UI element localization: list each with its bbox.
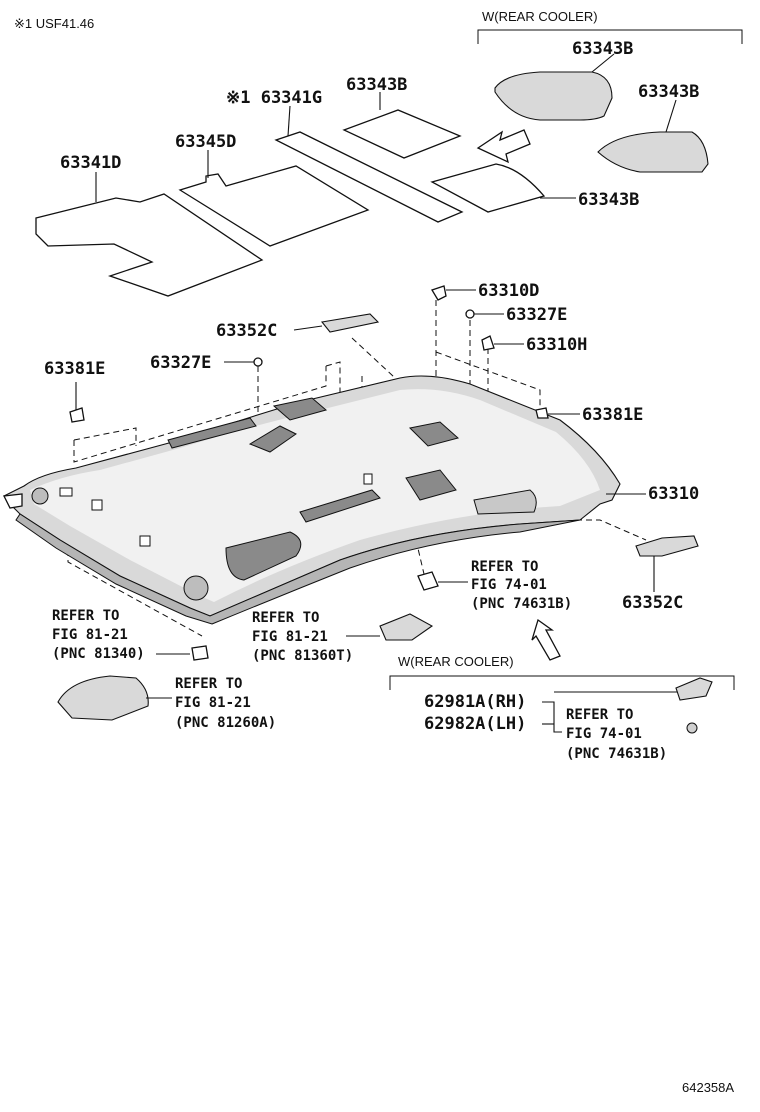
construction-line-1	[73, 366, 327, 463]
label-63341g[interactable]: ※1 63341G	[226, 88, 322, 108]
headliner-surface	[30, 389, 600, 602]
vent-strip-4	[405, 469, 457, 501]
construction-line-3	[325, 361, 341, 392]
ref-81360t-line2[interactable]: FIG 81-21	[252, 629, 328, 645]
pad-63341d[interactable]	[35, 193, 264, 297]
vent-strip-1	[167, 417, 257, 449]
ref-74631b-a-line3[interactable]: (PNC 74631B)	[471, 596, 572, 612]
direction-arrow-up	[531, 618, 561, 661]
clip-63327e-left[interactable]	[253, 357, 263, 367]
clip-seat-2	[139, 535, 151, 547]
label-63352c-b[interactable]: 63352C	[622, 593, 683, 613]
clip-74631b-lower[interactable]	[686, 722, 698, 734]
pad-63341g-strip[interactable]	[274, 131, 464, 223]
label-62981a[interactable]: 62981A(RH)	[424, 692, 526, 712]
header-note: ※1 USF41.46	[14, 16, 94, 31]
leader-63343b-b	[665, 99, 677, 133]
rear-cooler-group-label-top: W(REAR COOLER)	[482, 9, 598, 24]
leader-63343b-a	[591, 53, 615, 73]
label-62982a[interactable]: 62982A(LH)	[424, 714, 526, 734]
ref-81360t-line1[interactable]: REFER TO	[252, 610, 319, 626]
rear-cooler-bracket-bottom	[389, 675, 735, 690]
vent-strip-2	[272, 397, 328, 421]
label-63327e-a[interactable]: 63327E	[506, 305, 567, 325]
ref-81340-line2[interactable]: FIG 81-21	[52, 627, 128, 643]
clip-63327e-right[interactable]	[465, 309, 475, 319]
direction-arrow-left	[476, 129, 531, 164]
label-63343b-d[interactable]: 63343B	[578, 190, 639, 210]
headliner-bracket	[408, 421, 460, 447]
clip-seat-1	[59, 487, 73, 497]
headliner-hole-left	[31, 487, 49, 505]
construction-line-2	[73, 427, 137, 446]
pad-63343b-rear-2[interactable]	[597, 131, 709, 173]
ref-81260a-line1[interactable]: REFER TO	[175, 676, 242, 692]
ref-74631b-a-line2[interactable]: FIG 74-01	[471, 577, 547, 593]
label-63352c-a[interactable]: 63352C	[216, 321, 277, 341]
figure-id: 642358A	[682, 1080, 734, 1095]
headliner-recess-front	[225, 531, 302, 581]
label-63345d[interactable]: 63345D	[175, 132, 236, 152]
headliner-edge	[15, 513, 581, 625]
ref-81260a-line3[interactable]: (PNC 81260A)	[175, 715, 276, 731]
label-63343b-b[interactable]: 63343B	[638, 82, 699, 102]
pad-63352c-top[interactable]	[320, 313, 380, 333]
leader-63352c-a	[293, 325, 323, 331]
pad-63343b-rear-1[interactable]	[494, 71, 613, 121]
clip-63310d[interactable]	[431, 285, 447, 301]
rear-cooler-group-label-bottom: W(REAR COOLER)	[398, 654, 514, 669]
leader-63341g	[287, 105, 291, 137]
headliner-hole-front	[183, 575, 209, 601]
headliner-recess-side	[473, 489, 537, 515]
duct-62981a[interactable]	[675, 677, 713, 701]
pad-63343b-center[interactable]	[342, 109, 462, 159]
construction-line-5	[435, 351, 541, 474]
label-63327e-b[interactable]: 63327E	[150, 353, 211, 373]
clip-seat-3	[91, 499, 103, 511]
label-63381e-a[interactable]: 63381E	[44, 359, 105, 379]
ref-81340-line1[interactable]: REFER TO	[52, 608, 119, 624]
construction-line-10	[361, 376, 419, 409]
pad-63352c-right[interactable]	[635, 535, 699, 557]
ref-81340-line3[interactable]: (PNC 81340)	[52, 646, 145, 662]
ref-74631b-a-line1[interactable]: REFER TO	[471, 559, 538, 575]
lamp-81340[interactable]	[191, 645, 209, 661]
label-63310d[interactable]: 63310D	[478, 281, 539, 301]
ref-74631b-b-line1[interactable]: REFER TO	[566, 707, 633, 723]
headliner-recess-rear	[248, 425, 297, 453]
ref-74631b-b-line2[interactable]: FIG 74-01	[566, 726, 642, 742]
sunvisor-tab	[3, 493, 23, 509]
clip-seat-4	[363, 473, 373, 485]
label-63310[interactable]: 63310	[648, 484, 699, 504]
leader-62981a-bracket	[542, 701, 562, 733]
rear-cooler-bracket-top	[477, 29, 743, 44]
label-63310h[interactable]: 63310H	[526, 335, 587, 355]
ref-74631b-b-line3[interactable]: (PNC 74631B)	[566, 746, 667, 762]
clip-63310h[interactable]	[481, 335, 495, 351]
label-63381e-b[interactable]: 63381E	[582, 405, 643, 425]
lamp-81360t[interactable]	[379, 613, 434, 641]
label-63341d[interactable]: 63341D	[60, 153, 121, 173]
label-63343b-a[interactable]: 63343B	[572, 39, 633, 59]
clip-74631b-upper[interactable]	[417, 571, 439, 591]
ref-81360t-line3[interactable]: (PNC 81360T)	[252, 648, 353, 664]
clip-63381e-right[interactable]	[535, 407, 549, 419]
construction-line-12	[546, 519, 647, 541]
vent-strip-3	[299, 489, 381, 523]
ref-81260a-line2[interactable]: FIG 81-21	[175, 695, 251, 711]
console-81260a[interactable]	[57, 675, 149, 721]
pad-63345d[interactable]	[178, 165, 370, 247]
clip-63381e-left[interactable]	[69, 407, 85, 423]
pad-63343b-lower[interactable]	[430, 163, 546, 213]
label-63343b-c[interactable]: 63343B	[346, 75, 407, 95]
